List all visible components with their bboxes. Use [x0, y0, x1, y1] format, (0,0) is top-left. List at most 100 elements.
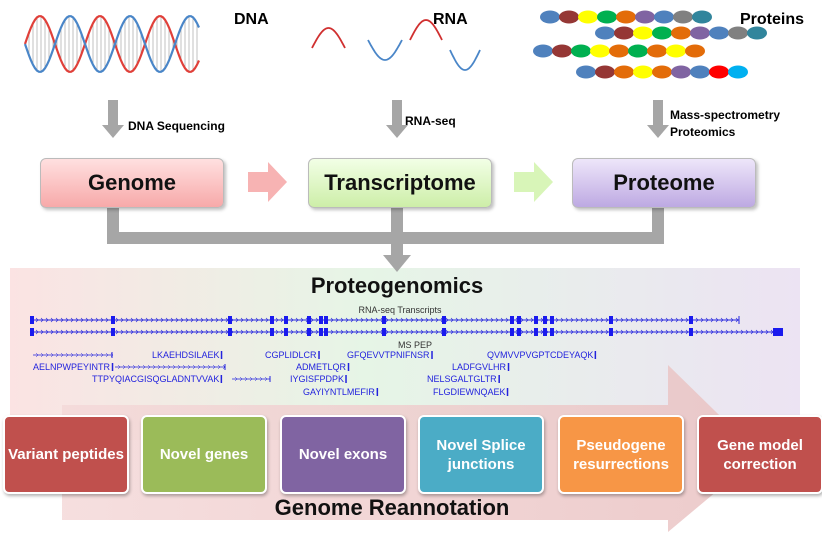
amino-acid-bead: [654, 10, 674, 24]
exon-block: [689, 328, 693, 336]
mass-spec-label: Mass-spectrometry: [670, 108, 780, 122]
exon-block: [550, 328, 554, 336]
amino-acid-bead: [673, 10, 693, 24]
exon-block: [773, 328, 783, 336]
outcome-pseudogene-resurrections: Pseudogene resurrections: [558, 415, 684, 494]
rna-seq-label: RNA-seq: [405, 114, 456, 128]
rna-strand: [311, 27, 346, 49]
amino-acid-bead: [595, 26, 615, 40]
protein-chains-icon: [533, 10, 767, 79]
amino-acid-bead: [559, 10, 579, 24]
amino-acid-bead: [692, 10, 712, 24]
dna-helix-icon: [23, 15, 200, 73]
outcome-label: Novel exons: [298, 446, 388, 463]
peptide-label: GFQEVVTPNIFNSR: [347, 350, 430, 360]
outcome-novel-genes: Novel genes: [141, 415, 267, 494]
merge-bracket: [107, 206, 664, 272]
genome-reannotation-title: Genome Reannotation: [275, 495, 510, 520]
peptide-label: CGPLIDLCR: [265, 350, 317, 360]
exon-block: [517, 316, 521, 324]
proteogenomics-title: Proteogenomics: [311, 273, 483, 298]
amino-acid-bead: [652, 26, 672, 40]
amino-acid-bead: [590, 44, 610, 58]
amino-acid-bead: [685, 44, 705, 58]
amino-acid-bead: [616, 10, 636, 24]
down-arrow-icons: [102, 100, 669, 138]
exon-block: [307, 316, 311, 324]
outcome-novel-exons: Novel exons: [280, 415, 406, 494]
exon-block: [534, 316, 538, 324]
arrow-right-icon: [514, 162, 553, 202]
proteomics-label: Proteomics: [670, 125, 736, 139]
amino-acid-bead: [533, 44, 553, 58]
amino-acid-bead: [728, 26, 748, 40]
amino-acid-bead: [728, 65, 748, 79]
exon-block: [270, 316, 274, 324]
arrow-down-icon: [102, 100, 124, 138]
outcome-novel-splice-junctions: Novel Splice junctions: [418, 415, 544, 494]
exon-block: [534, 328, 538, 336]
amino-acid-bead: [578, 10, 598, 24]
proteome-label: Proteome: [613, 170, 715, 195]
amino-acid-bead: [597, 10, 617, 24]
amino-acid-bead: [652, 65, 672, 79]
amino-acid-bead: [709, 65, 729, 79]
arrow-down-icon: [647, 100, 669, 138]
peptide-label: IYGISFPDPK: [290, 374, 344, 384]
exon-block: [442, 328, 446, 336]
rna-strands-icon: [311, 19, 481, 71]
peptide-label: LADFGVLHR: [452, 362, 507, 372]
rna-label: RNA: [433, 11, 468, 28]
amino-acid-bead: [633, 26, 653, 40]
amino-acid-bead: [635, 10, 655, 24]
amino-acid-bead: [647, 44, 667, 58]
outcome-label: Novel Splice junctions: [436, 436, 526, 473]
exon-block: [307, 328, 311, 336]
arrow-right-icon: [248, 162, 287, 202]
exon-block: [228, 316, 232, 324]
peptide-label: AELNPWPEYINTR: [33, 362, 111, 372]
peptide-label: LKAEHDSILAEK: [152, 350, 220, 360]
peptide-label: TTPYQIACGISQGLADNTVVAK: [92, 374, 219, 384]
exon-block: [543, 328, 547, 336]
genome-label: Genome: [87, 170, 177, 195]
transcripts-label: RNA-seq Transcripts: [358, 305, 442, 315]
exon-block: [30, 328, 34, 336]
exon-block: [324, 316, 328, 324]
exon-block: [689, 316, 693, 324]
rna-seq-transcript-tracks: [30, 316, 783, 336]
exon-block: [30, 316, 34, 324]
outcome-label: Gene model correction: [717, 436, 803, 473]
dna-label: DNA: [234, 11, 269, 28]
exon-block: [609, 328, 613, 336]
exon-block: [550, 316, 554, 324]
exon-block: [111, 328, 115, 336]
amino-acid-bead: [614, 26, 634, 40]
arrow-down-icon: [386, 100, 408, 138]
rna-strand: [449, 49, 481, 71]
peptide-label: ADMETLQR: [296, 362, 347, 372]
dna-sequencing-label: DNA Sequencing: [128, 119, 225, 133]
exon-block: [442, 316, 446, 324]
amino-acid-bead: [690, 65, 710, 79]
peptide-label: FLGDIEWNQAEK: [433, 387, 506, 397]
peptide-label: NELSGALTGLTR: [427, 374, 497, 384]
ms-pep-label: MS PEP: [398, 340, 432, 350]
outcome-gene-model-correction: Gene model correction: [697, 415, 822, 494]
exon-block: [382, 328, 386, 336]
amino-acid-bead: [609, 44, 629, 58]
transcriptome-box: Transcriptome: [308, 158, 492, 208]
proteins-label: Proteins: [740, 11, 804, 28]
amino-acid-bead: [540, 10, 560, 24]
outcome-variant-peptides: Variant peptides: [3, 415, 129, 494]
amino-acid-bead: [690, 26, 710, 40]
rna-strand: [367, 39, 403, 61]
peptide-label: GAYIYNTLMEFIR: [303, 387, 375, 397]
exon-block: [543, 316, 547, 324]
amino-acid-bead: [595, 65, 615, 79]
exon-block: [382, 316, 386, 324]
amino-acid-bead: [747, 26, 767, 40]
amino-acid-bead: [709, 26, 729, 40]
exon-block: [517, 328, 521, 336]
outcome-label: Variant peptides: [8, 446, 124, 463]
